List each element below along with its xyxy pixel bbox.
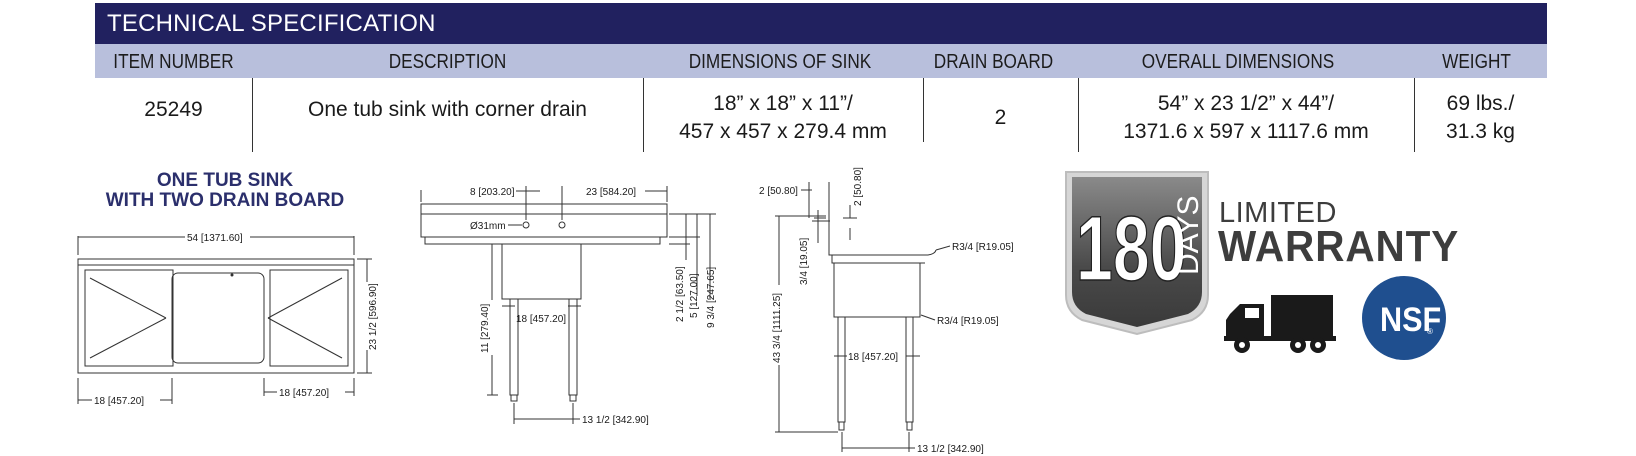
warranty-word-text: WARRANTY [1218,222,1460,271]
col-overall-dimensions: OVERALL DIMENSIONS [1141,51,1335,73]
dim-radius-top: R3/4 [R19.05] [952,242,1014,253]
dim-overall-width: 54 [1371.60] [187,233,243,244]
column-divider [1414,78,1415,152]
top-view-drawing [77,236,372,404]
drawing-title-line2: WITH TWO DRAIN BOARD [105,190,345,211]
side-view-drawing [775,182,951,452]
drawing-title: ONE TUB SINK WITH TWO DRAIN BOARD [70,171,380,211]
cell-overall-dimensions: 54” x 23 1/2” x 44”/ 1371.6 x 597 x 1117… [1078,90,1414,146]
dim-bowl-depth: 11 [279.40] [480,303,491,353]
dim-radius-bottom: R3/4 [R19.05] [937,316,999,327]
weight-metric: 31.3 kg [1446,120,1515,143]
dim-lip: 3/4 [19.05] [799,238,810,285]
column-header-row: ITEM NUMBER DESCRIPTION DIMENSIONS OF SI… [95,44,1547,78]
dim-faucet-hole: Ø31mm [470,221,506,232]
dim-side-top-a: 2 [50.80] [759,186,798,197]
sink-dims-metric: 457 x 457 x 279.4 mm [679,120,887,143]
cell-sink-dimensions: 18” x 18” x 11”/ 457 x 457 x 279.4 mm [643,90,923,146]
col-weight: WEIGHT [1442,51,1511,73]
dim-left-board: 18 [457.20] [94,396,144,407]
cell-weight: 69 lbs./ 31.3 kg [1414,90,1547,146]
nsf-text: NSF [1380,301,1441,339]
warranty-days-number: 180 [1076,196,1187,299]
warranty-limited-text: LIMITED [1219,197,1337,229]
dim-top-depth: 23 1/2 [596.90] [368,283,379,350]
dim-front-a: 2 1/2 [63.50] [675,266,686,322]
dim-right-board: 18 [457.20] [279,388,329,399]
warranty-days-word: DAYS [1172,196,1205,275]
sink-dims-imperial: 18” x 18” x 11”/ [713,92,853,115]
drawing-title-line1: ONE TUB SINK [156,170,294,191]
column-divider [252,78,253,152]
dim-side-bowl-width: 18 [457.20] [848,352,898,363]
spec-title: TECHNICAL SPECIFICATION [107,10,436,37]
spec-header: TECHNICAL SPECIFICATION [95,3,1547,44]
180-days-shield-icon: 180 DAYS [1065,171,1209,336]
col-description: DESCRIPTION [388,51,507,73]
dim-front-b: 5 [127.00] [689,273,700,318]
cell-item-number: 25249 [144,98,203,121]
col-item-number: ITEM NUMBER [113,51,234,73]
weight-imperial: 69 lbs./ [1446,92,1515,115]
dim-front-spacing: 23 [584.20] [586,187,636,198]
column-divider [923,78,924,142]
nsf-badge-icon: NSF ® [1362,276,1446,360]
dim-side-height: 43 3/4 [1111.25] [772,293,783,363]
truck-icon [1224,295,1336,353]
dim-front-leg-spacing: 13 1/2 [342.90] [582,415,649,426]
dim-front-bowl-width: 18 [457.20] [516,314,566,325]
dim-side-top-b: 2 [50.80] [853,167,864,206]
col-drain-board: DRAIN BOARD [933,51,1054,73]
dim-side-leg-spacing: 13 1/2 [342.90] [917,444,984,455]
overall-dims-imperial: 54” x 23 1/2” x 44”/ [1157,92,1335,115]
nsf-registered-mark: ® [1427,327,1433,336]
front-view-drawing [420,186,716,424]
dim-front-c: 9 3/4 [247.65] [706,267,717,328]
overall-dims-metric: 1371.6 x 597 x 1117.6 mm [1123,120,1369,143]
cell-description: One tub sink with corner drain [308,98,587,121]
column-divider [643,78,644,152]
dim-front-offset: 8 [203.20] [470,187,515,198]
cell-drain-board: 2 [994,106,1007,129]
column-divider [1078,78,1079,152]
col-sink-dimensions: DIMENSIONS OF SINK [688,51,872,73]
